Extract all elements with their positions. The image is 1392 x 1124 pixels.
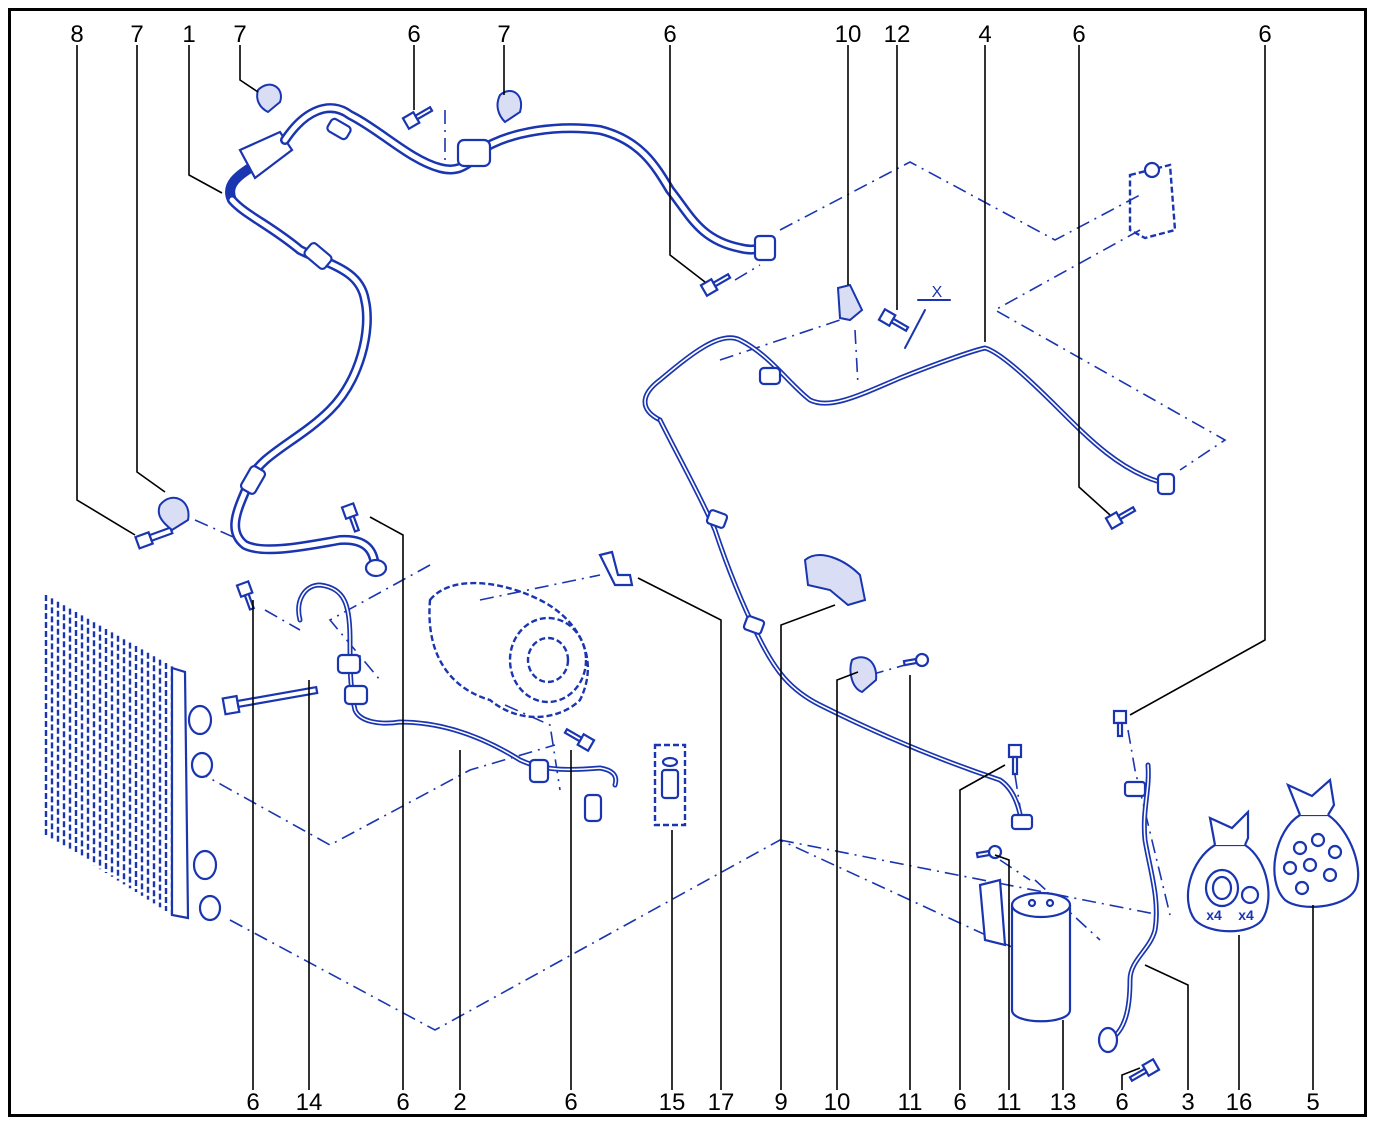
receiver-drier [978,878,1072,1023]
compressor [428,581,590,719]
callout-bottom-2: 14 [296,1089,323,1116]
callout-bottom-4: 2 [453,1089,466,1116]
dimension-x-label: X [932,284,943,301]
leader-lines [76,45,1314,1090]
callout-bottom-7: 17 [708,1089,735,1116]
callouts-bottom: 6 14 6 2 6 15 17 9 10 11 6 11 13 6 3 16 … [246,1089,1319,1116]
callout-top-2: 7 [130,21,143,48]
callout-bottom-14: 6 [1115,1089,1128,1116]
hose-1 [225,103,483,578]
callout-top-12: 6 [1258,21,1271,48]
callout-top-5: 6 [407,21,420,48]
callout-bottom-3: 6 [396,1089,409,1116]
callout-bottom-16: 16 [1226,1089,1253,1116]
bag-qty-left: x4 [1206,907,1222,923]
pipe-4 [642,335,1176,496]
callout-bottom-8: 9 [774,1089,787,1116]
pipe-9 [657,417,1034,831]
diagram-frame [8,8,1367,1117]
hose-2 [296,582,619,823]
pressure-switch [653,743,687,827]
callout-bottom-6: 15 [659,1089,686,1116]
callout-top-1: 8 [70,21,83,48]
callout-bottom-17: 5 [1306,1089,1319,1116]
bag-qty-right: x4 [1238,907,1254,923]
condenser [44,595,222,922]
hose-high-pressure-top [456,123,777,262]
callout-top-9: 12 [884,21,911,48]
callout-bottom-10: 11 [898,1089,923,1116]
callout-bottom-11: 6 [953,1089,966,1116]
fittings [134,83,1161,1083]
seal-bag-5 [1273,777,1360,908]
callout-top-8: 10 [835,21,862,48]
seal-bag-16: x4 x4 [1186,809,1270,933]
callout-top-10: 4 [978,21,991,48]
callout-bottom-9: 10 [824,1089,851,1116]
callout-top-6: 7 [497,21,510,48]
assembly-lines [194,110,1227,1031]
callout-top-11: 6 [1072,21,1085,48]
pipe-3 [1097,762,1159,1054]
callout-bottom-5: 6 [564,1089,577,1116]
callout-bottom-12: 11 [997,1089,1022,1116]
callout-bottom-1: 6 [246,1089,259,1116]
callout-top-7: 6 [663,21,676,48]
expansion-valve [1128,161,1177,240]
callout-bottom-13: 13 [1050,1089,1077,1116]
callouts-top: 8 7 1 7 6 7 6 10 12 4 6 6 [70,21,1271,48]
callout-top-3: 1 [182,21,195,48]
callout-top-4: 7 [233,21,246,48]
callout-bottom-15: 3 [1181,1089,1194,1116]
